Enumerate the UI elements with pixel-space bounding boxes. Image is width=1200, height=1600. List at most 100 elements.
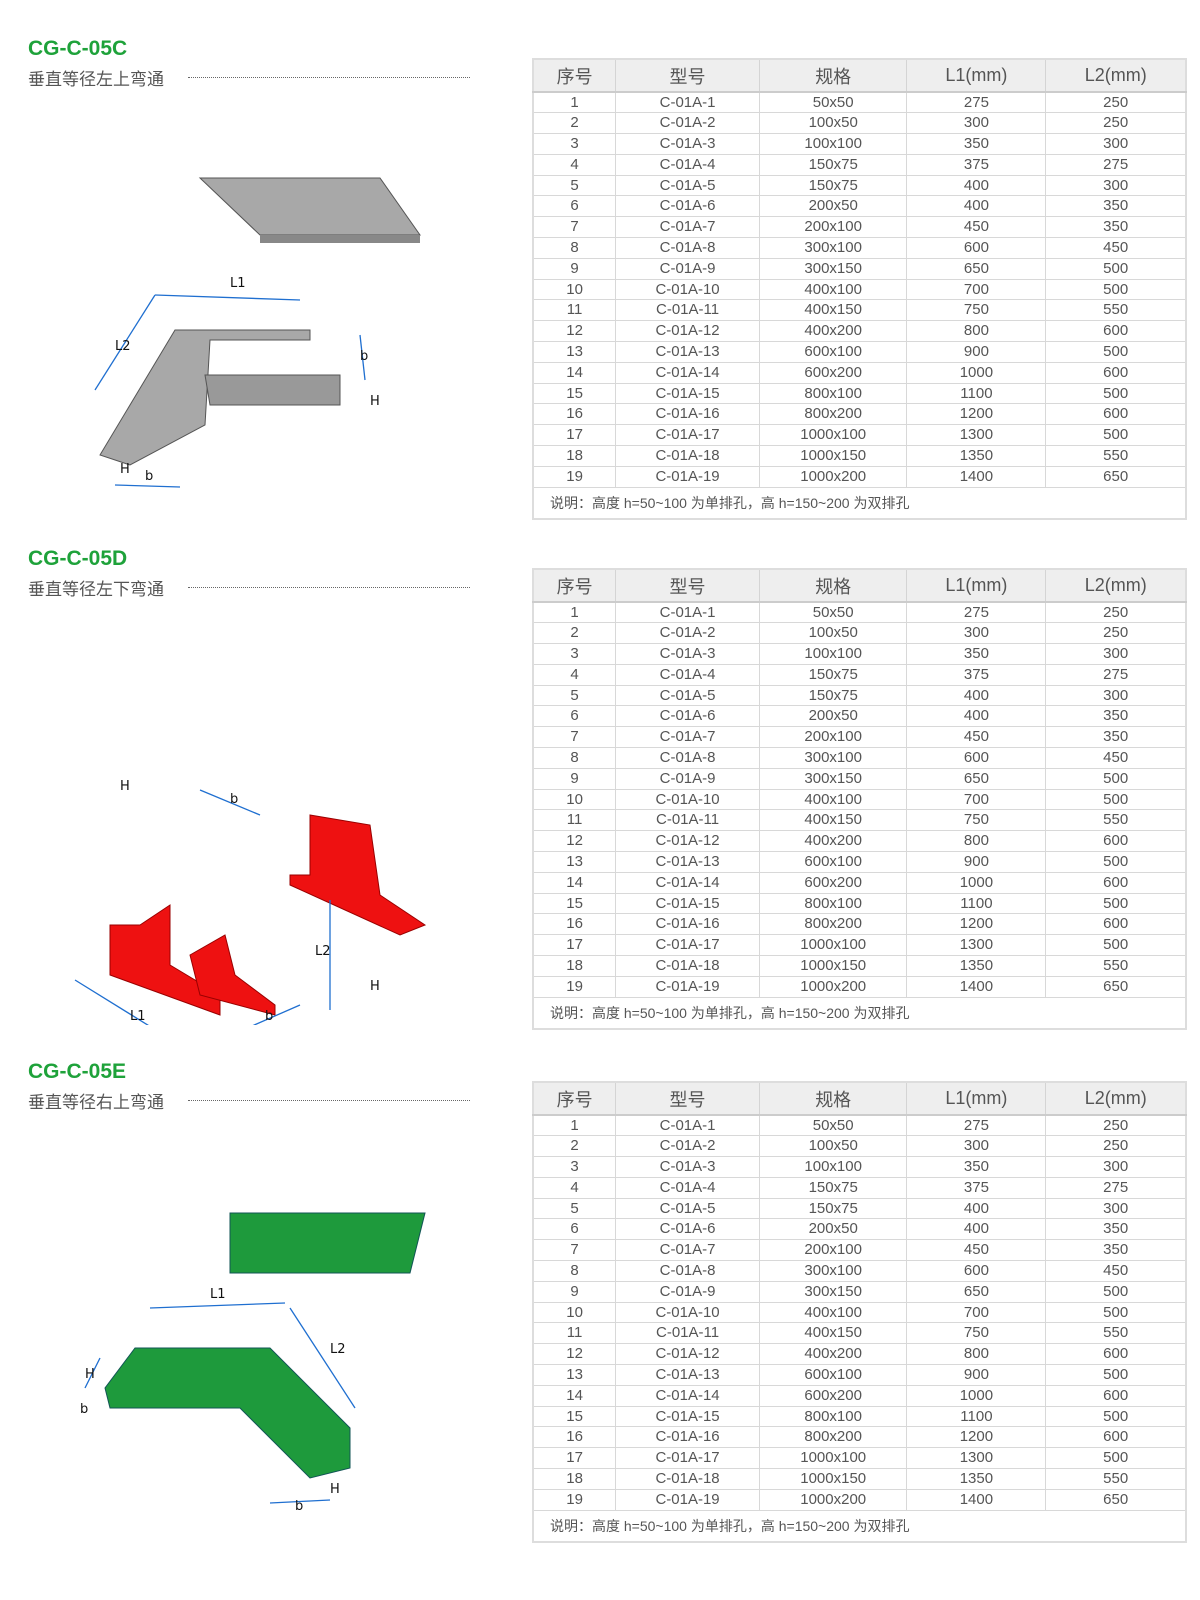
table-cell: 375 [906,663,1047,686]
table-cell: 1000x200 [758,975,908,998]
dimension-label: H [120,779,130,794]
table-cell: 200x100 [758,1239,908,1262]
table-cell: 450 [906,216,1047,239]
table-cell: 350 [1045,1218,1187,1241]
table-cell: 300x150 [758,1280,908,1303]
product-code: CG-C-05E [28,1060,127,1083]
dimension-label: L1 [210,1287,226,1302]
table-cell: 450 [906,726,1047,749]
table-cell: C-01A-9 [615,1280,760,1303]
table-cell: 750 [906,1322,1047,1345]
table-cell: C-01A-2 [615,1135,760,1158]
table-cell: 800x100 [758,1405,908,1428]
table-cell: 600 [1045,913,1187,936]
table-cell: C-01A-14 [615,1384,760,1407]
table-cell: 1350 [906,445,1047,467]
table-cell: 900 [906,851,1047,873]
table-cell: 1100 [906,382,1047,405]
table-cell: 500 [1045,1405,1187,1428]
table-cell: 19 [532,1488,617,1511]
dimension-label: H [120,462,130,477]
table-cell: 400 [906,174,1047,197]
table-cell: 800x200 [758,1426,908,1449]
column-header: 型号 [615,568,760,603]
table-cell: C-01A-13 [615,1364,760,1386]
dimension-label: L1 [230,276,246,291]
table-cell: 375 [906,1176,1047,1199]
table-cell: C-01A-7 [615,1239,760,1262]
table-cell: 250 [1045,622,1187,645]
table-cell: C-01A-3 [615,133,760,155]
dimension-label: L1 [130,1009,146,1024]
table-cell: C-01A-8 [615,747,760,769]
table-cell: C-01A-5 [615,1197,760,1220]
table-cell: C-01A-9 [615,767,760,790]
table-cell: C-01A-13 [615,851,760,873]
table-cell: 700 [906,788,1047,811]
table-cell: 600x100 [758,851,908,873]
table-cell: C-01A-18 [615,1468,760,1490]
dimension-label: L2 [115,339,131,354]
table-cell: 1000x100 [758,424,908,447]
table-cell: 1000x150 [758,955,908,977]
table-cell: C-01A-16 [615,913,760,936]
table-cell: 300x100 [758,237,908,259]
table-cell: 13 [532,1364,617,1386]
table-cell: 1 [532,601,617,624]
table-cell: 6 [532,1218,617,1241]
table-cell: 450 [1045,747,1187,769]
table-cell: 600x100 [758,341,908,363]
table-cell: 19 [532,975,617,998]
table-cell: C-01A-8 [615,237,760,259]
table-cell: 15 [532,892,617,915]
column-header: 型号 [615,1081,760,1116]
table-cell: 1300 [906,1447,1047,1470]
table-cell: 600 [906,747,1047,769]
table-cell: 550 [1045,1468,1187,1490]
table-cell: 200x50 [758,1218,908,1241]
table-cell: 750 [906,809,1047,832]
table-cell: 800 [906,320,1047,343]
table-cell: 400 [906,705,1047,728]
table-cell: 6 [532,195,617,218]
table-cell: 650 [1045,975,1187,998]
table-cell: 400x200 [758,830,908,853]
table-cell: C-01A-10 [615,1301,760,1324]
table-cell: 400 [906,195,1047,218]
table-cell: 400 [906,1197,1047,1220]
table-cell: 4 [532,153,617,176]
table-cell: 500 [1045,788,1187,811]
table-cell: 14 [532,871,617,894]
dimension-label: H [85,1367,95,1382]
table-cell: 500 [1045,1447,1187,1470]
table-cell: 1000x200 [758,1488,908,1511]
table-cell: 18 [532,1468,617,1490]
table-cell: 650 [906,1280,1047,1303]
table-cell: 900 [906,341,1047,363]
table-cell: 200x50 [758,705,908,728]
table-cell: 15 [532,382,617,405]
table-cell: 600 [1045,1343,1187,1366]
dimension-label: b [265,1009,273,1024]
table-cell: 650 [1045,465,1187,488]
table-cell: 400x100 [758,1301,908,1324]
table-cell: 800x200 [758,913,908,936]
table-cell: 400x100 [758,788,908,811]
